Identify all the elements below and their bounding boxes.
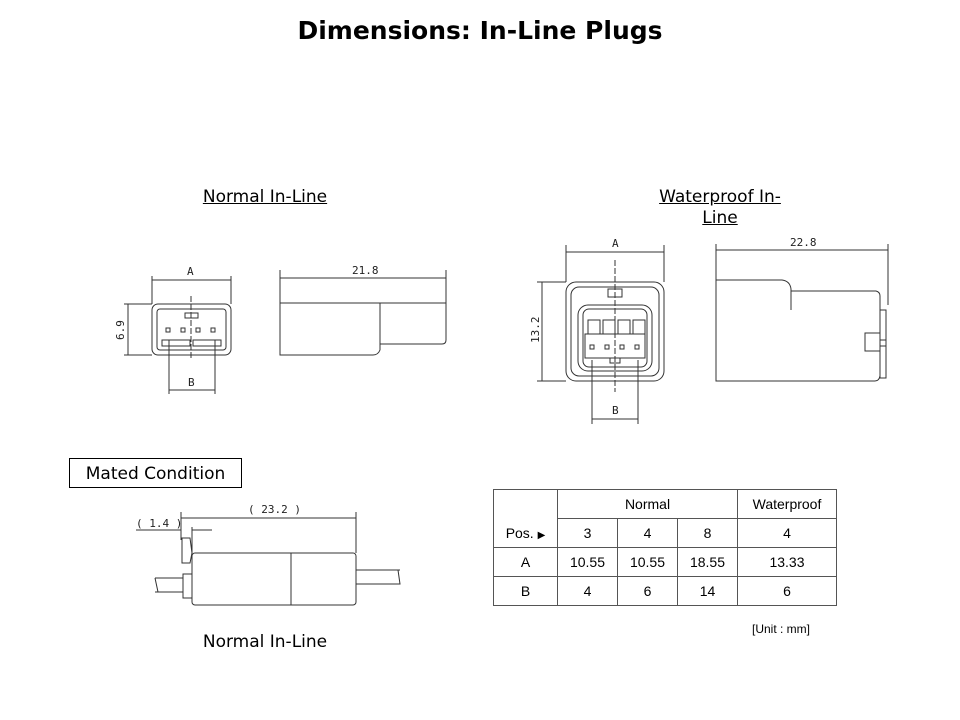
wp-dim-b-label: B <box>612 404 619 417</box>
wp-side-outline <box>715 279 881 382</box>
table-cell: 4 <box>557 576 618 606</box>
waterproof-front-view: A 13.2 B <box>529 237 665 424</box>
wp-dim-a-label: A <box>612 237 619 250</box>
page-title: Dimensions: In-Line Plugs <box>297 16 663 45</box>
normal-inline-label: Normal In-Line <box>202 187 328 207</box>
normal-slot-left <box>161 339 191 347</box>
group-header-normal: Normal <box>557 489 738 519</box>
table-cell: 6 <box>617 576 678 606</box>
waterproof-side-view: 22.8 <box>715 236 889 382</box>
table-cell: 10.55 <box>617 547 678 577</box>
wp-dim-length-label: 22.8 <box>790 236 817 249</box>
table-cell: 10.55 <box>557 547 618 577</box>
row-label: B <box>493 576 558 606</box>
wp-terminal-cavities <box>587 319 646 335</box>
table-row: A 10.55 10.55 18.55 13.33 <box>493 547 837 577</box>
mated-body <box>191 552 357 606</box>
unit-note: [Unit : mm] <box>752 622 811 636</box>
pos-cell: 8 <box>677 518 738 548</box>
table-cell: 6 <box>737 576 837 606</box>
normal-front-view: A 6.9 B <box>114 265 232 394</box>
table-cell: 18.55 <box>677 547 738 577</box>
dim-a-label: A <box>187 265 194 278</box>
waterproof-label-line1: Waterproof In- <box>659 187 781 207</box>
mated-caption: Normal In-Line <box>202 632 328 652</box>
pos-cell: 4 <box>617 518 678 548</box>
table-row: B 4 6 14 6 <box>493 576 837 606</box>
pos-label: Pos. <box>505 525 534 541</box>
wp-dim-height-label: 13.2 <box>529 317 542 344</box>
waterproof-inline-label: Waterproof In- Line <box>630 187 810 229</box>
normal-side-outline <box>279 302 447 356</box>
pos-cell: 4 <box>737 518 837 548</box>
mated-dim-length-label: ( 23.2 ) <box>248 503 301 516</box>
mated-dim-offset-label: ( 1.4 ) <box>136 517 182 530</box>
pos-cell: 3 <box>557 518 618 548</box>
mated-condition-label: Mated Condition <box>69 458 242 488</box>
dimension-table: Pos. ▶ Normal Waterproof 3 4 8 4 A 10.55… <box>493 489 837 606</box>
normal-side-view: 21.8 <box>279 264 447 356</box>
wp-pins <box>589 344 640 350</box>
table-cell: 13.33 <box>737 547 837 577</box>
dim-length-label: 21.8 <box>352 264 379 277</box>
triangle-right-icon: ▶ <box>537 530 546 541</box>
normal-slot-right <box>192 339 222 347</box>
row-label: A <box>493 547 558 577</box>
table-cell: 14 <box>677 576 738 606</box>
group-header-waterproof: Waterproof <box>737 489 837 519</box>
normal-pins <box>165 327 216 333</box>
dim-height-label: 6.9 <box>114 320 127 340</box>
waterproof-label-line2: Line <box>702 208 738 228</box>
mated-view: ( 23.2 ) ( 1.4 ) <box>136 503 401 606</box>
pos-header-cell: Pos. ▶ <box>493 489 558 548</box>
dim-b-label: B <box>188 376 195 389</box>
table-positions-row: 3 4 8 4 <box>494 518 837 548</box>
table-group-header-row: Pos. ▶ Normal Waterproof <box>493 489 837 548</box>
